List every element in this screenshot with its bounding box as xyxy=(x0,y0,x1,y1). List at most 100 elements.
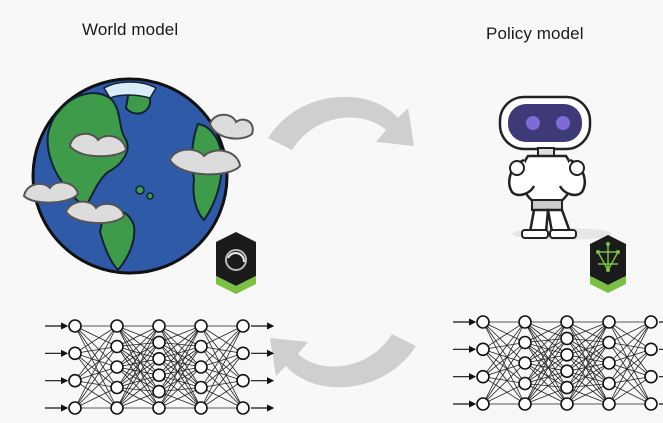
network-edge xyxy=(116,387,160,409)
network-edge xyxy=(482,349,526,405)
network-node xyxy=(560,347,574,362)
network-edge xyxy=(524,321,568,384)
network-edge xyxy=(524,342,568,405)
network-edge xyxy=(524,338,568,384)
network-edge xyxy=(116,374,160,388)
network-edge xyxy=(116,366,160,409)
network-edge xyxy=(74,325,118,347)
network-node xyxy=(518,335,532,350)
network-node xyxy=(110,339,124,354)
network-node xyxy=(110,360,124,374)
network-edge xyxy=(524,383,568,388)
network-edge xyxy=(158,325,202,360)
network-node xyxy=(602,335,616,350)
network-edge xyxy=(74,352,118,368)
network-edge xyxy=(524,338,568,364)
arrow-policy-to-world xyxy=(270,334,416,388)
network-edge xyxy=(116,358,160,388)
network-edge xyxy=(200,353,244,388)
network-edge xyxy=(608,321,652,364)
network-node xyxy=(152,401,166,415)
network-edge xyxy=(200,380,244,409)
network-edge xyxy=(200,325,244,347)
network-edge xyxy=(608,321,652,377)
network-edge xyxy=(158,358,202,368)
network-edge xyxy=(158,325,202,376)
network-edge xyxy=(566,354,610,364)
network-edge xyxy=(158,342,202,368)
network-node xyxy=(602,376,616,391)
network-node xyxy=(194,380,208,395)
world-model-network xyxy=(45,319,275,415)
network-edge xyxy=(524,321,568,364)
network-edge xyxy=(200,325,244,388)
network-edge xyxy=(74,325,118,409)
network-edge xyxy=(200,366,244,382)
network-node xyxy=(560,364,574,379)
network-edge xyxy=(608,321,652,350)
network-node xyxy=(236,401,250,415)
network-edge xyxy=(524,354,568,405)
network-edge xyxy=(482,342,526,350)
network-edge xyxy=(74,353,118,409)
network-node xyxy=(560,315,574,329)
network-node xyxy=(476,397,490,411)
network-edge xyxy=(524,338,568,405)
network-edge xyxy=(482,376,526,405)
network-edge xyxy=(158,342,202,388)
network-edge xyxy=(566,370,610,384)
policy-model-network xyxy=(453,315,663,411)
network-edge xyxy=(116,358,160,409)
network-node xyxy=(110,401,124,415)
network-edge xyxy=(566,321,610,384)
network-edge xyxy=(200,353,244,409)
network-edge xyxy=(200,325,244,368)
network-node xyxy=(194,360,208,374)
network-edge xyxy=(158,387,202,409)
network-edge xyxy=(200,352,244,368)
network-node xyxy=(68,319,82,333)
network-edge xyxy=(158,374,202,388)
network-node xyxy=(152,319,166,333)
network-edge xyxy=(566,342,610,405)
network-edge xyxy=(158,325,202,368)
network-node xyxy=(476,369,490,384)
network-edge xyxy=(524,342,568,372)
network-edge xyxy=(116,342,160,388)
network-edge xyxy=(524,321,568,405)
network-edge xyxy=(74,325,118,354)
network-edge xyxy=(116,325,160,388)
network-edge xyxy=(566,342,610,372)
network-edge xyxy=(482,321,526,343)
network-edge xyxy=(608,342,652,350)
world-model-title: World model xyxy=(82,20,179,39)
network-edge xyxy=(158,346,202,409)
network-edge xyxy=(74,380,118,409)
network-node xyxy=(518,315,532,329)
network-edge xyxy=(566,338,610,343)
network-edge xyxy=(116,342,160,409)
network-edge xyxy=(524,354,568,384)
network-edge xyxy=(482,376,526,384)
network-node xyxy=(560,380,574,395)
network-edge xyxy=(200,366,244,409)
network-edge xyxy=(566,321,610,343)
network-edge xyxy=(116,391,160,409)
network-node xyxy=(476,342,490,357)
network-node xyxy=(236,319,250,333)
network-edge xyxy=(524,321,568,343)
network-edge xyxy=(566,362,610,405)
network-edge xyxy=(566,342,610,388)
network-node xyxy=(644,315,658,329)
network-node xyxy=(644,369,658,384)
network-node xyxy=(644,397,658,411)
network-edge xyxy=(482,321,526,405)
network-edge xyxy=(116,366,160,392)
network-edge xyxy=(158,325,202,392)
network-edge xyxy=(116,387,160,392)
network-edge xyxy=(524,370,568,405)
network-edge xyxy=(524,362,568,405)
network-edge xyxy=(482,342,526,377)
